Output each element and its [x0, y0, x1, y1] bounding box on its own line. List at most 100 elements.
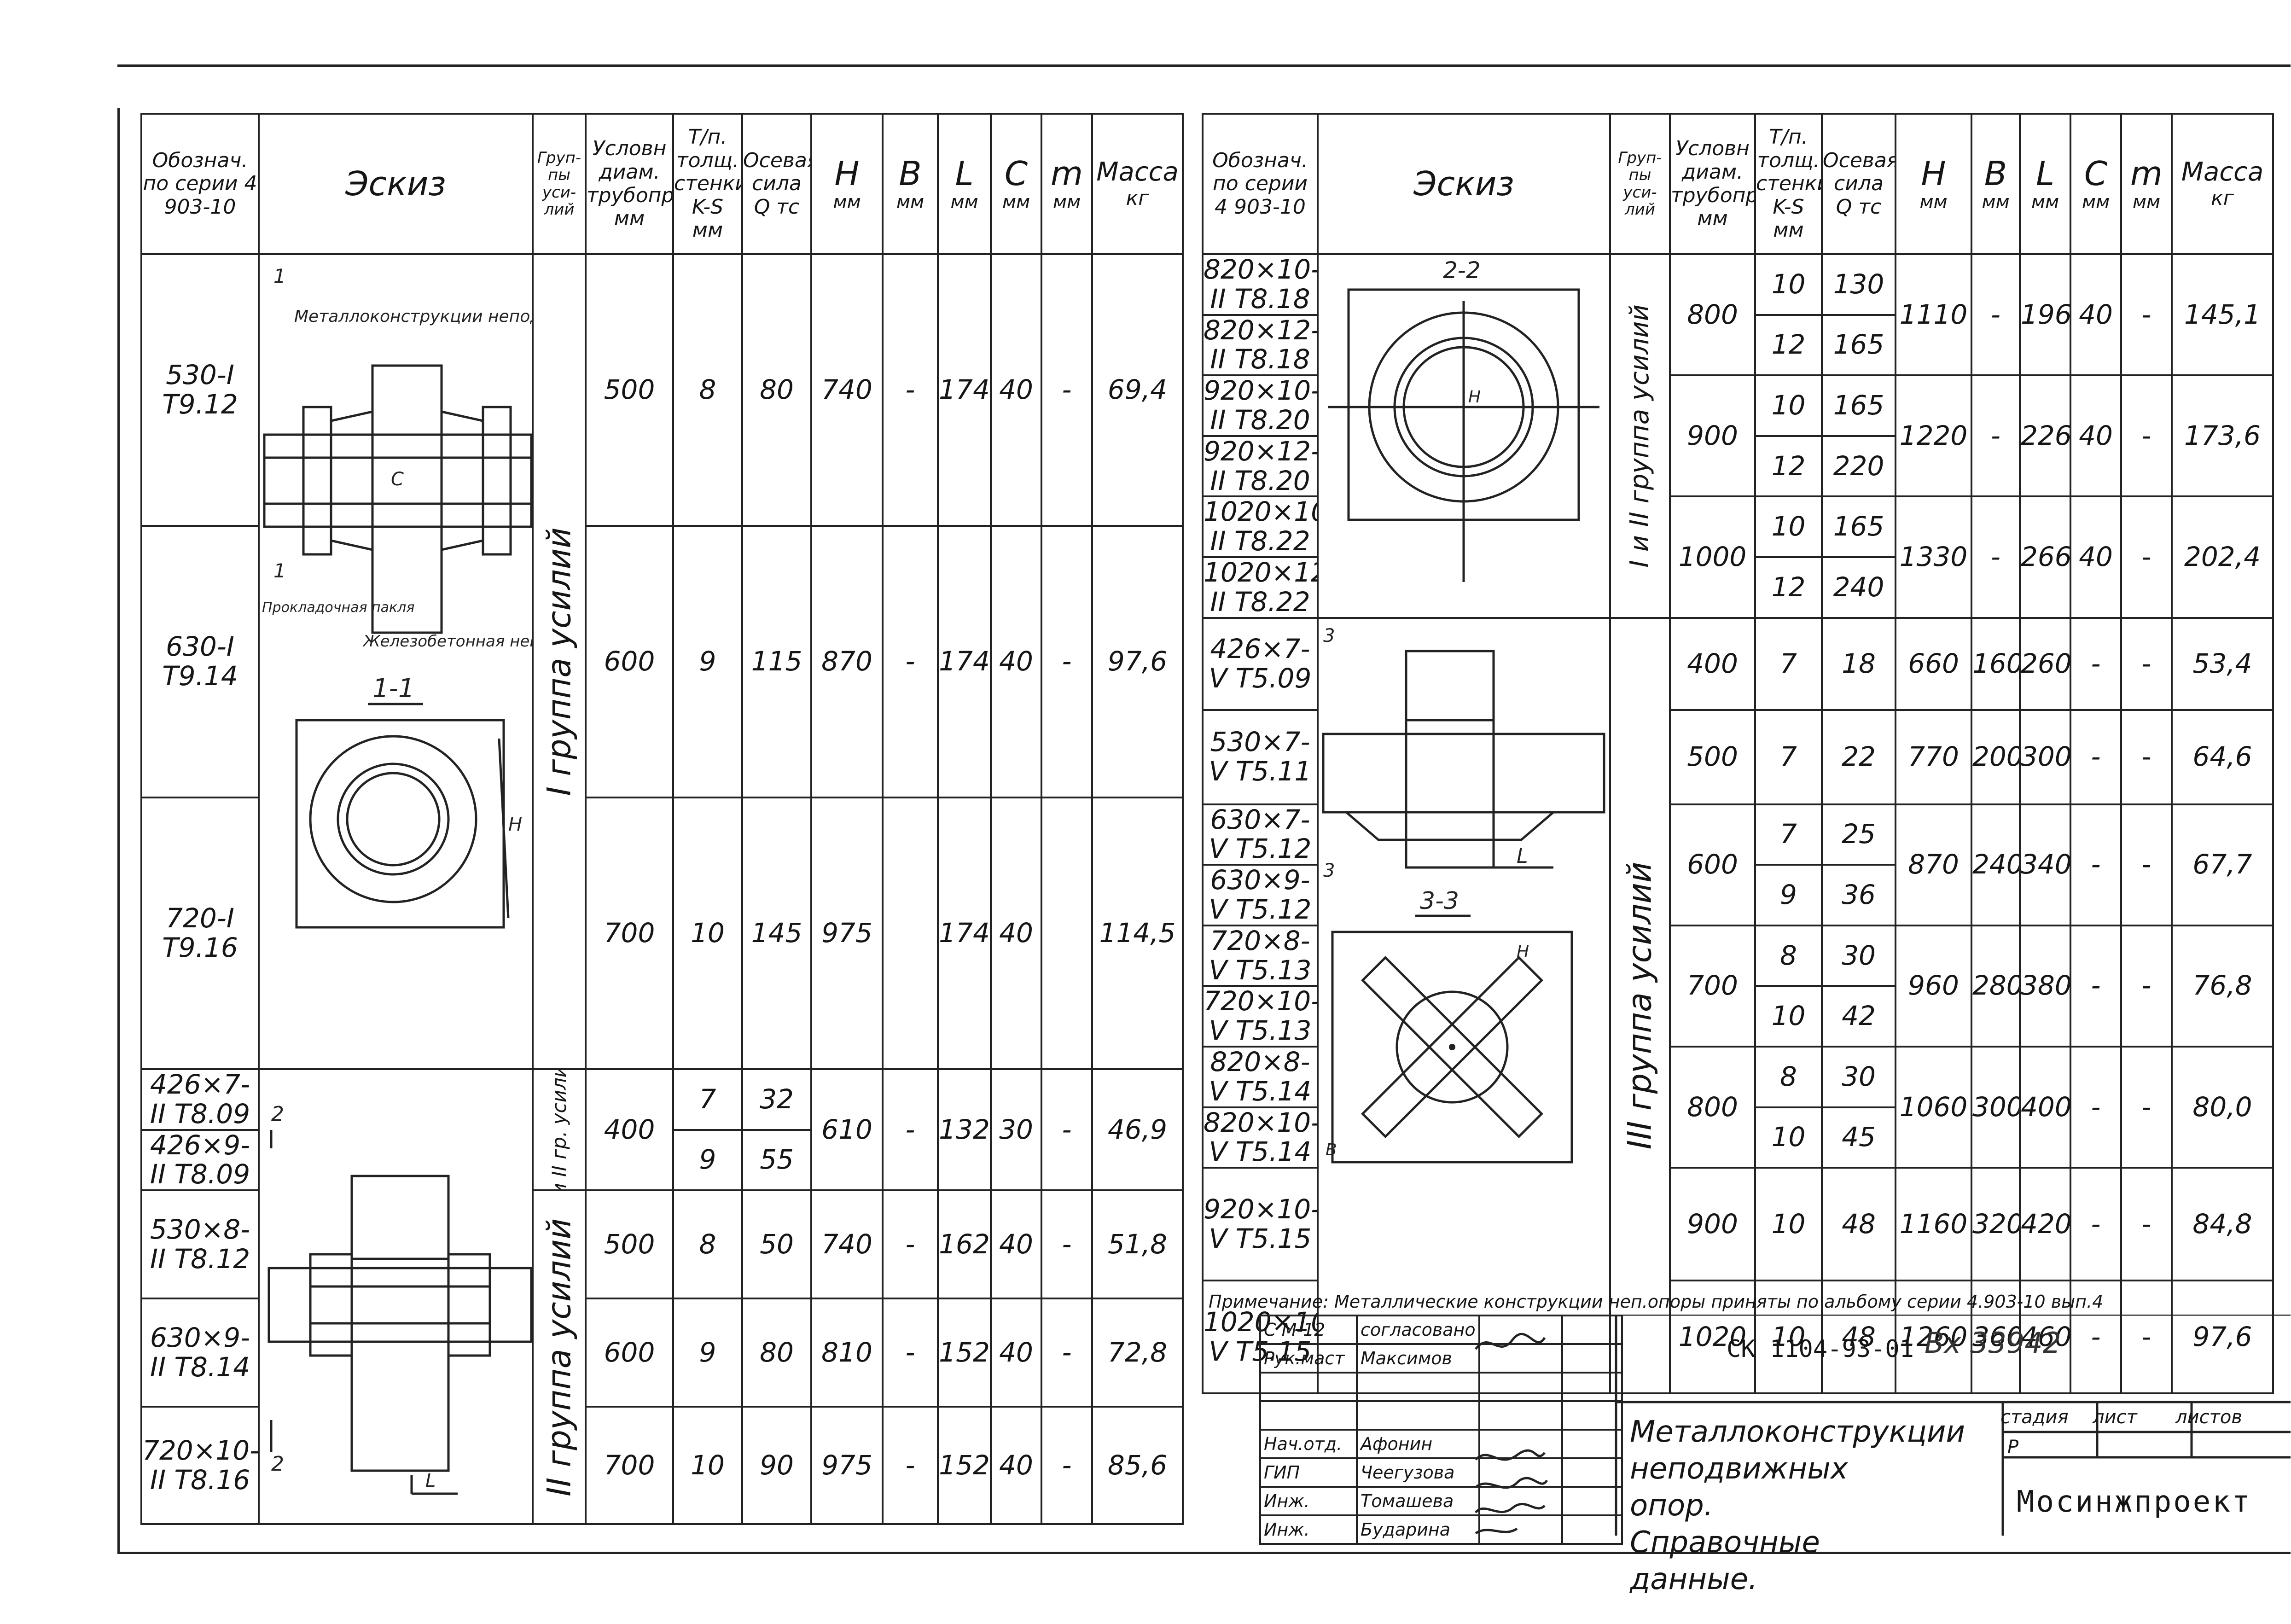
- c-cell: 40: [990, 1298, 1042, 1408]
- table-row: 530×7-V Т5.11 500 7 22 770 200 300 - - 6…: [1202, 709, 2274, 805]
- thickness-cell: 10: [1754, 495, 1823, 558]
- thickness-cell: 10: [1754, 1280, 1823, 1395]
- dn-cell: 700: [1669, 924, 1756, 1048]
- m-cell: -: [2120, 253, 2173, 377]
- support-column: [371, 364, 443, 634]
- dn-cell: 800: [1669, 1045, 1756, 1169]
- outer-ring: [309, 735, 477, 903]
- thickness-cell: 12: [1754, 435, 1823, 498]
- mass-cell: 64,6: [2171, 709, 2274, 805]
- section-3-3-label: 3-3: [1420, 887, 1459, 915]
- support-column: [1405, 650, 1495, 869]
- designation-cell: 630×9-II Т8.14: [140, 1298, 260, 1408]
- table-row: 720×10-V Т5.13 10 42: [1202, 985, 2273, 1048]
- designation-cell: 720-I Т9.16: [140, 797, 260, 1070]
- thickness-cell: 7: [1754, 617, 1823, 711]
- dim-c: C: [391, 469, 404, 490]
- designation-cell: 530×7-V Т5.11: [1202, 709, 1319, 805]
- force-cell: 48: [1821, 1280, 1896, 1395]
- b-cell: -: [882, 1189, 939, 1300]
- thickness-cell: 7: [672, 1068, 743, 1131]
- b-cell: -: [882, 1298, 939, 1408]
- metal-label: Металлоконструкции неподвижной опоры: [294, 307, 533, 326]
- force-cell: 220: [1821, 435, 1896, 498]
- dn-cell: 900: [1669, 374, 1756, 498]
- drawing-code: СК 1104-93-01: [1727, 1335, 1914, 1363]
- b-cell: -: [1971, 374, 2021, 498]
- m-cell: -: [2120, 803, 2173, 926]
- drawing-title: Металлоконструкции неподвижных опор. Спр…: [1630, 1414, 1965, 1598]
- rib-b: [1361, 955, 1543, 1138]
- inventory-number: Вх 33942: [1925, 1326, 2061, 1360]
- flange-left: [302, 406, 332, 556]
- mass-cell: 51,8: [1091, 1189, 1184, 1300]
- pipe-body: [1322, 733, 1605, 814]
- dim-h: H: [508, 814, 522, 835]
- section-mark-1-top: 1: [273, 265, 286, 287]
- table-row: 920×10-II Т8.20 900 10 165 1220 - 226 40…: [1202, 374, 2274, 498]
- c-cell: 40: [2070, 495, 2122, 619]
- designation-cell: 820×10-V Т5.14: [1202, 1106, 1319, 1169]
- force-cell: 130: [1821, 253, 1896, 316]
- dn-cell: 400: [585, 1068, 674, 1192]
- designation-cell: 426×7-V Т5.09: [1202, 617, 1319, 711]
- table-row: 1020×10-II Т8.22 1000 10 165 1330 - 266 …: [1202, 495, 2274, 619]
- signature-row: [1259, 1400, 1623, 1431]
- force-cell: 30: [1821, 924, 1896, 987]
- signature-mark: [1475, 1503, 1546, 1513]
- h-cell: 1060: [1895, 1045, 1972, 1169]
- c-cell: -: [2070, 1280, 2122, 1395]
- h-cell: 660: [1895, 617, 1972, 711]
- section-mark-1-bottom: 1: [273, 559, 286, 582]
- force-cell: 42: [1821, 985, 1896, 1048]
- mass-cell: 114,5: [1091, 797, 1184, 1070]
- mass-cell: 97,6: [2171, 1280, 2274, 1395]
- header-nominal-diameter: Условн диам. трубопр мм: [585, 113, 674, 255]
- designation-cell: 426×7-II Т8.09: [140, 1068, 260, 1131]
- designation-cell: 426×9-II Т8.09: [140, 1129, 260, 1192]
- h-cell: 1260: [1895, 1280, 1972, 1395]
- header-wall-thickness: Т/п. толщ. стенки K-S мм: [1754, 113, 1823, 255]
- b-cell: -: [882, 1406, 939, 1525]
- thickness-cell: 8: [1754, 1045, 1823, 1108]
- l-cell: 460: [2019, 1280, 2071, 1395]
- l-cell: 174: [937, 253, 992, 527]
- thickness-cell: 9: [672, 1298, 743, 1408]
- table-row: 530×8-II Т8.12 II группа усилий 500 8 50…: [140, 1189, 1184, 1525]
- m-cell: -: [2120, 1045, 2173, 1169]
- group-2-label: II группа усилий: [540, 1218, 578, 1496]
- dn-cell: 900: [1669, 1167, 1756, 1282]
- force-cell: 165: [1821, 314, 1896, 377]
- designation-cell: 1020×10-II Т8.22: [1202, 495, 1319, 558]
- force-cell: 48: [1821, 1167, 1896, 1282]
- sheet-label: лист: [2093, 1407, 2137, 1428]
- header-axial-force: Осевая сила Q тс: [1821, 113, 1896, 255]
- sketch-group-2: 2 L 2: [258, 1068, 534, 1525]
- m-cell: -: [1041, 525, 1093, 798]
- dn-cell: 500: [585, 1189, 674, 1300]
- force-cell: 80: [741, 253, 812, 527]
- c-cell: 40: [990, 1189, 1042, 1300]
- handwritten-signatures: [1475, 1333, 1548, 1535]
- thickness-cell: 9: [672, 1129, 743, 1192]
- m-cell: -: [2120, 617, 2173, 711]
- group-1-label-cell: I группа усилий: [532, 253, 587, 1070]
- signature-row: [1259, 1372, 1623, 1402]
- c-cell: 40: [2070, 253, 2122, 377]
- force-cell: 80: [741, 1298, 812, 1408]
- thickness-cell: 10: [1754, 253, 1823, 316]
- h-cell: 740: [810, 253, 884, 527]
- inner-pipe: [337, 763, 450, 876]
- c-cell: -: [2070, 1167, 2122, 1282]
- mass-cell: 69,4: [1091, 253, 1184, 527]
- dn-cell: 600: [585, 1298, 674, 1408]
- dn-cell: 500: [1669, 709, 1756, 805]
- group-1-2-label-cell: I и II группа усилий: [1609, 253, 1671, 619]
- m-cell: -: [1041, 1406, 1093, 1525]
- b-cell: 300: [1971, 1045, 2021, 1169]
